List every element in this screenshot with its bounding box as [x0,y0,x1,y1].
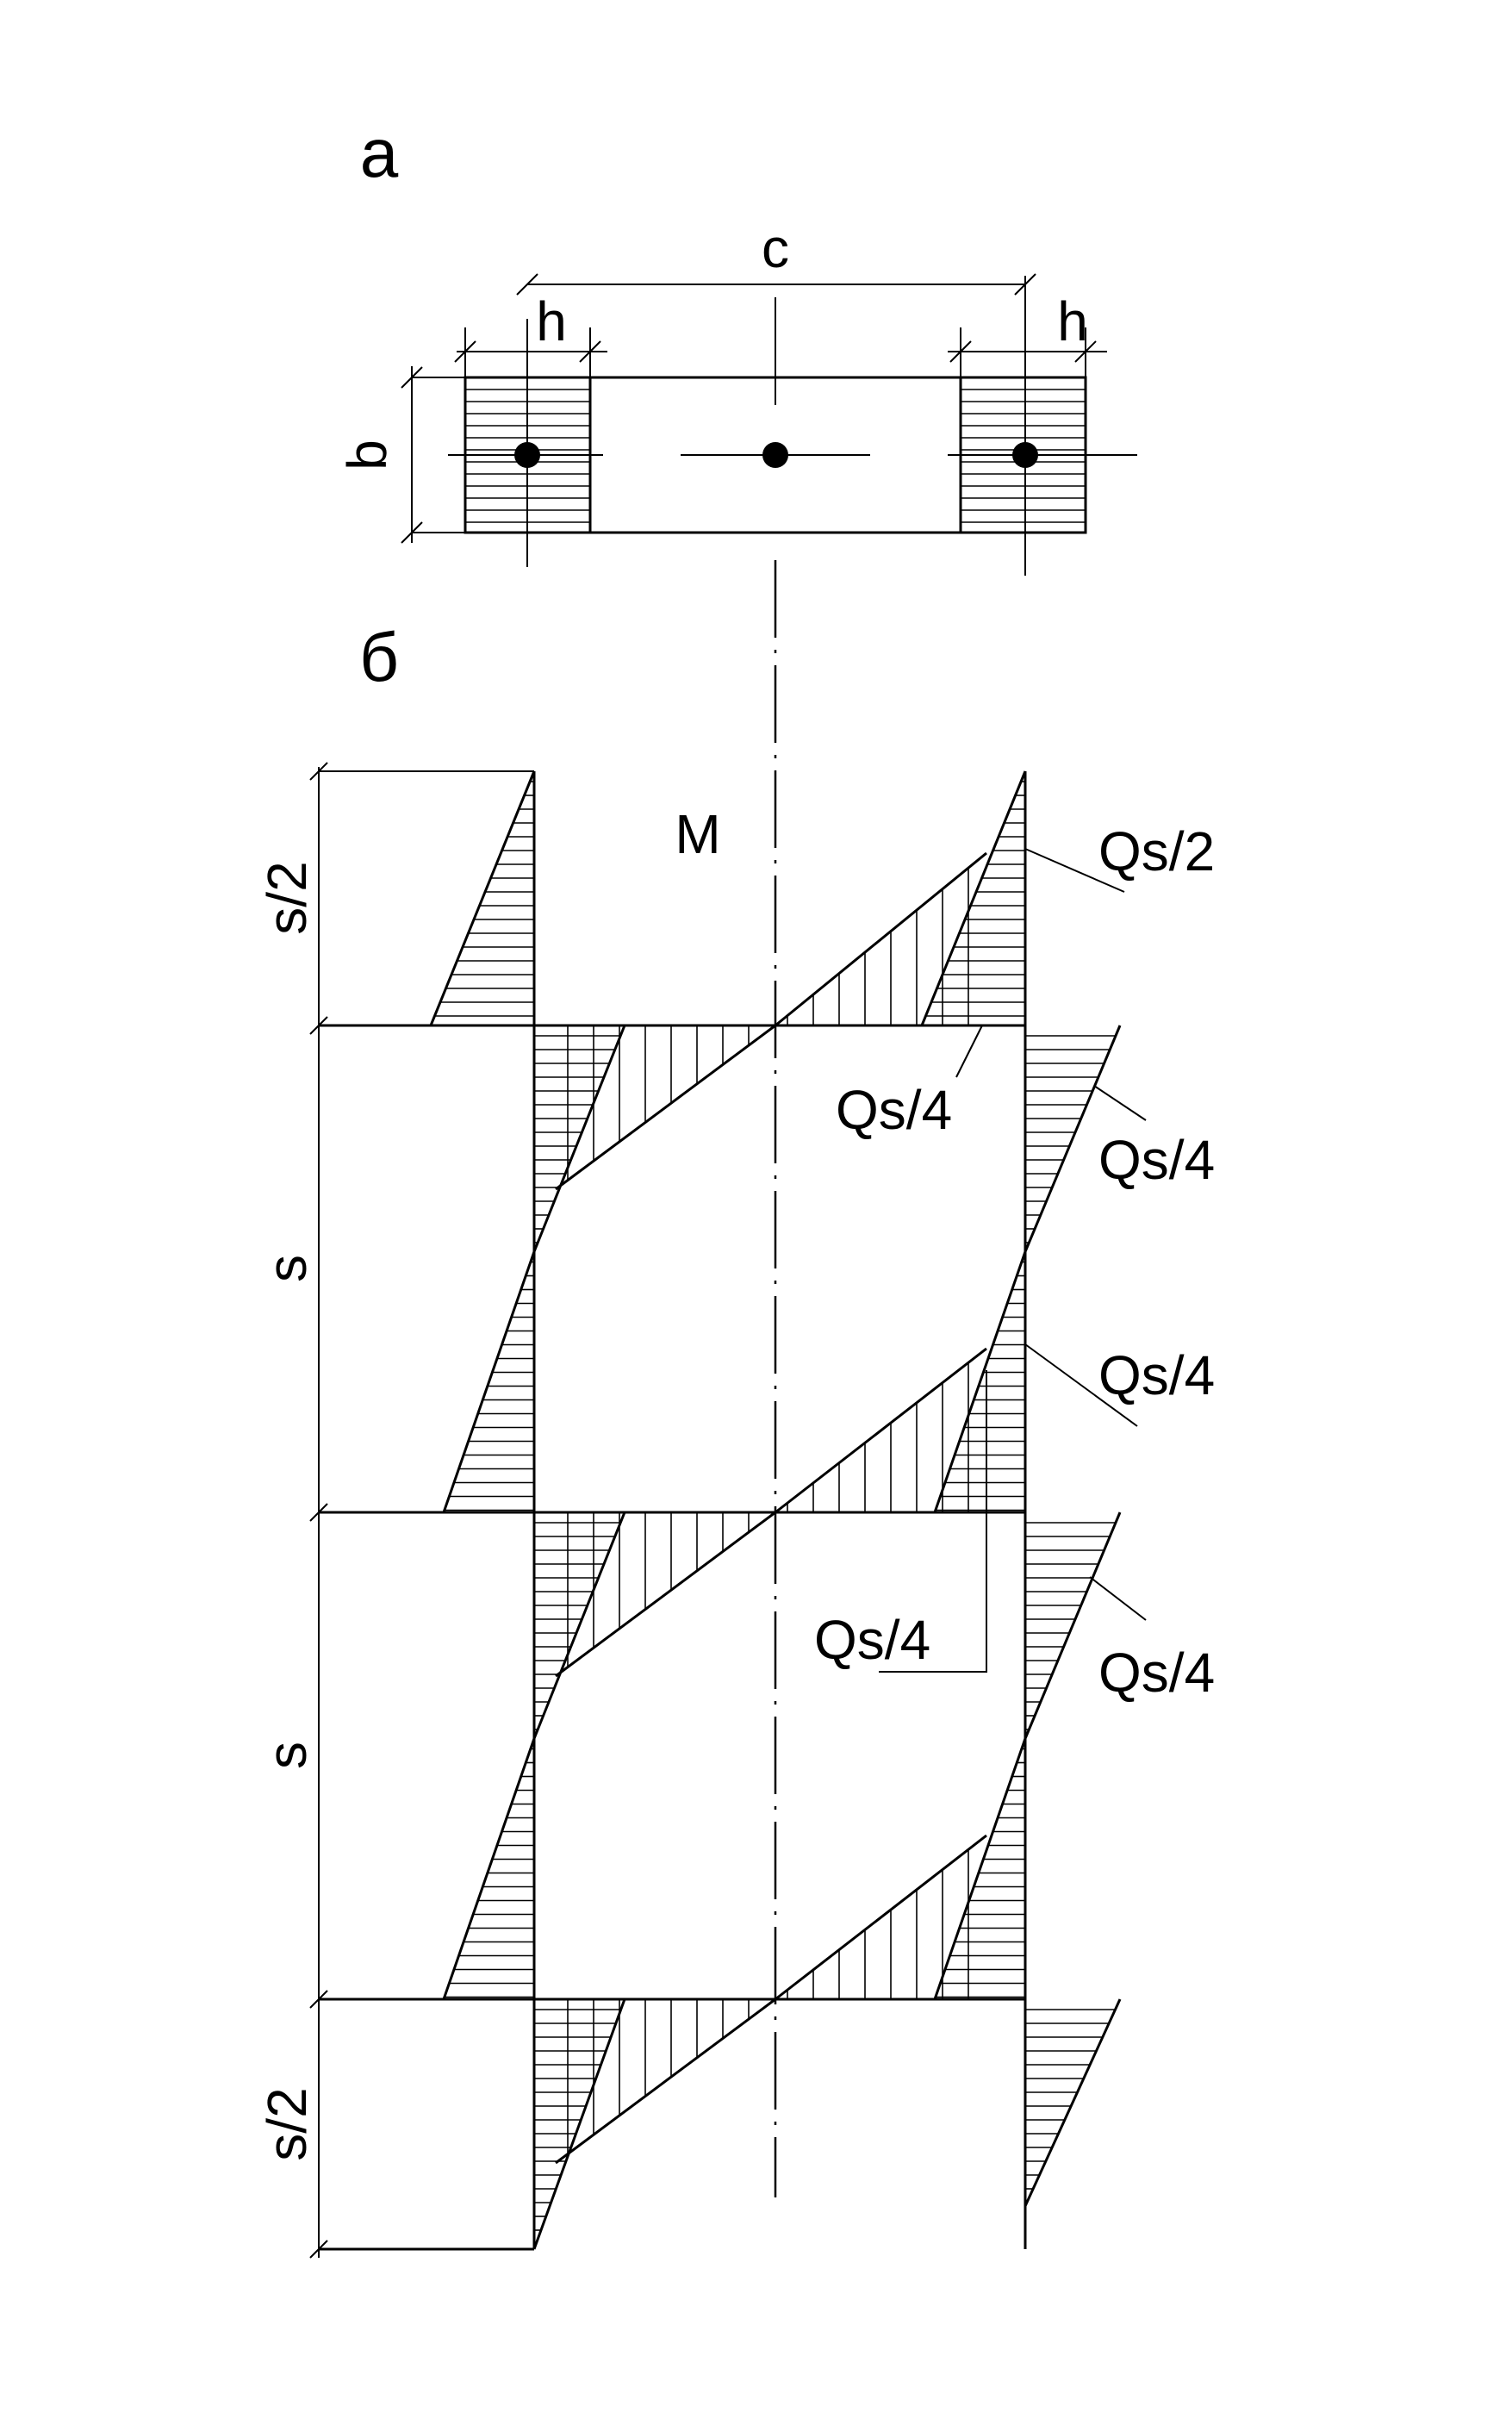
diagonal-edge [532,1025,626,1253]
leader-qs4-right-2 [1024,1343,1138,1427]
left-dim-tick-4 [309,2240,328,2259]
dim-h-right-label: h [1057,290,1088,352]
panel-a-label: а [360,115,399,191]
leader-qs4-right-1 [1093,1085,1147,1121]
diagram-outlines [429,770,1122,2250]
moment-slope [775,1834,987,2001]
left-dim-tick-0 [309,762,328,781]
dim-c-label: c [762,217,789,279]
label-qs4-right-3: Qs/4 [1098,1642,1215,1704]
moment-slope [775,1347,987,1514]
dim-h-left-tick2 [579,340,601,363]
dim-h-right-tick2 [1074,340,1097,363]
diagonal-edge [920,770,1027,1026]
label-qs4-center-upper: Qs/4 [836,1079,952,1141]
diagonal-edge [933,1251,1027,1513]
dim-s-half-top: s/2 [256,861,318,934]
diagonal-edge [1024,1025,1122,1253]
leader-qs4-center-upper [955,1025,983,1078]
leader-qs4-right-3 [1089,1576,1147,1621]
right-bar-dot [1012,442,1038,468]
label-qs4-right-1: Qs/4 [1098,1129,1215,1191]
dim-s-2: s [256,1742,318,1769]
leader-qs2 [1024,848,1125,893]
label-qs4-right-2: Qs/4 [1098,1344,1215,1406]
dim-c-tick-left [516,273,538,296]
label-qs4-center-lower: Qs/4 [814,1609,930,1671]
diagonal-edge [442,1738,536,2000]
moment-label: M [675,803,720,865]
left-dim-tick-3 [309,1990,328,2009]
dim-h-left-tick1 [454,340,476,363]
diagonal-edge [532,1511,626,1740]
panel-a-plan: а c h h [336,115,1137,576]
left-bar-dot [514,442,540,468]
label-qs2: Qs/2 [1098,820,1215,882]
leader-qs4-center-lower [879,1370,987,1673]
diagonal-edge [532,1998,626,2250]
moment-slope [555,1511,776,1678]
panel-b-diagram: б s/2 s s s/2 M [256,560,1215,2259]
panel-b-label: б [359,619,399,695]
dim-s-1: s [256,1255,318,1282]
dim-b-tick2 [401,521,423,544]
left-dim-tick-2 [309,1503,328,1522]
diagonal-edge [933,1738,1027,2000]
dim-h-left-label: h [536,290,567,352]
moment-slope [775,851,987,1027]
diagonal-edge [429,770,536,1026]
left-dim-tick-1 [309,1016,328,1035]
moment-slope [555,1998,776,2165]
dim-s-half-bottom: s/2 [256,2087,318,2160]
center-bar-dot [762,442,788,468]
dim-b-tick1 [401,366,423,389]
diagonal-edge [1024,1511,1122,1740]
dim-c-tick-right [1014,273,1036,296]
diagonal-edge [1024,1998,1122,2207]
moment-slope [555,1024,776,1191]
dim-h-right-tick1 [949,340,972,363]
diagonal-edge [442,1251,536,1513]
dim-b-label: b [336,439,398,471]
